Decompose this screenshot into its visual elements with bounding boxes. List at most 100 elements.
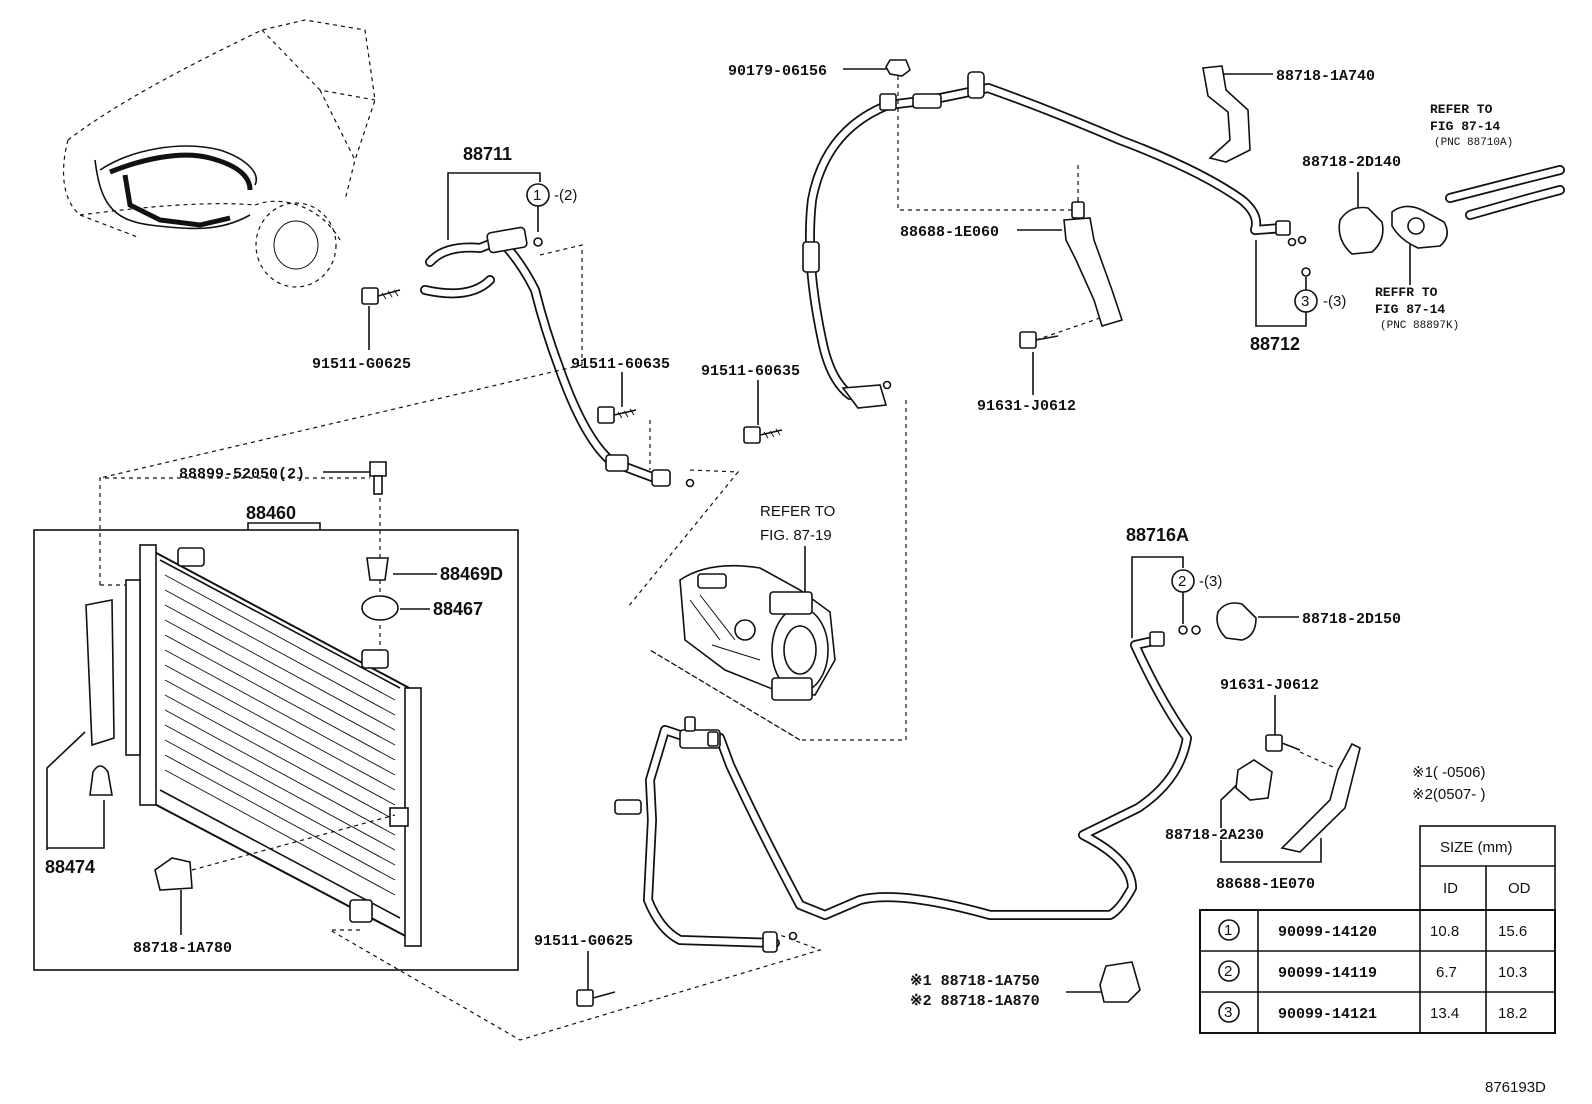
size-table-col-id: ID	[1443, 880, 1458, 897]
grommet-88718-2D140	[1338, 206, 1384, 255]
ref-fig-87-19-line2: FIG. 87-19	[760, 527, 832, 544]
label-91511-G0625-top: 91511-G0625	[312, 356, 411, 373]
label-88718-1A780: 88718-1A780	[133, 940, 232, 957]
side-seal-88474	[85, 599, 115, 747]
label-88718-1A740: 88718-1A740	[1276, 68, 1375, 85]
size-row-2-part: 90099-14119	[1278, 965, 1377, 982]
label-91631-J0612-bottom: 91631-J0612	[1220, 677, 1319, 694]
suction-hose-88712	[649, 59, 1565, 741]
clamp-88718-2A230	[1235, 759, 1273, 801]
diagram-id: 876193D	[1485, 1079, 1546, 1096]
condenser-mid-bracket	[361, 649, 389, 669]
qty-1: -(2)	[554, 187, 577, 204]
label-88711: 88711	[463, 144, 512, 164]
size-row-1-no: 1	[1224, 922, 1232, 939]
size-row-2-id: 6.7	[1436, 964, 1457, 981]
label-88718-1A870: ※2 88718-1A870	[910, 993, 1040, 1010]
table-row: 1 90099-14120 10.8 15.6	[1218, 919, 1527, 941]
label-88688-1E060: 88688-1E060	[900, 224, 999, 241]
qty-3: -(3)	[1323, 293, 1346, 310]
liquid-tube-88716A	[576, 602, 1361, 1007]
ref-fig-87-14-b-line1: REFFR TO	[1375, 285, 1438, 300]
note-1: ※1( -0506)	[1412, 764, 1485, 781]
qty-2: -(3)	[1199, 573, 1222, 590]
hose-88712-end-fitting	[841, 384, 888, 409]
size-row-1-id: 10.8	[1430, 923, 1459, 940]
label-88469D: 88469D	[440, 564, 503, 584]
grommet-88718-2D150	[1216, 602, 1257, 641]
condenser-left-tank	[139, 544, 157, 806]
label-91511-60635-b: 91511-60635	[701, 363, 800, 380]
size-table-title: SIZE (mm)	[1440, 839, 1513, 856]
label-88688-1E070: 88688-1E070	[1216, 876, 1315, 893]
size-row-3-od: 18.2	[1498, 1005, 1527, 1022]
bolt-91631-J0612-top	[1019, 331, 1059, 349]
cushion-88474	[89, 765, 113, 796]
nut-90179-06156	[885, 59, 911, 77]
discharge-hose-88711	[99, 226, 740, 608]
svg-text:2: 2	[1178, 573, 1186, 590]
tube-88716A-condenser-fitting	[614, 799, 642, 815]
label-88467: 88467	[433, 599, 483, 619]
cushion-88467	[361, 595, 399, 621]
size-table-col-od: OD	[1508, 880, 1531, 897]
vehicle-sketch	[62, 19, 376, 288]
label-91631-J0612-top: 91631-J0612	[977, 398, 1076, 415]
clamp-88718-1A750	[1099, 961, 1141, 1003]
grommet-pnc-88897K	[1391, 205, 1448, 249]
hose-88711-fitting	[486, 226, 528, 254]
note-2: ※2(0507- )	[1412, 786, 1485, 803]
label-88718-2D140: 88718-2D140	[1302, 154, 1401, 171]
size-table: SIZE (mm) ID OD 1 90099-14120 10.8 15.6 …	[1199, 825, 1556, 1034]
label-88718-1A750: ※1 88718-1A750	[910, 973, 1040, 990]
ref-fig-87-14-a-line2: FIG 87-14	[1430, 119, 1500, 134]
ref-fig-87-14-a-line1: REFER TO	[1430, 102, 1493, 117]
condenser-assembly-frame	[33, 529, 519, 971]
bracket-88688-1E070	[1280, 742, 1361, 853]
bolt-91511-60635-b	[743, 426, 783, 444]
label-88718-2D150: 88718-2D150	[1302, 611, 1401, 628]
ref-fig-87-14-b-line2: FIG 87-14	[1375, 302, 1445, 317]
label-88899-52050: 88899-52050(2)	[179, 466, 305, 483]
bracket-88718-1A740	[1202, 65, 1251, 163]
bolt-91511-G0625-top	[361, 287, 401, 305]
condenser-assembly	[33, 461, 822, 1041]
size-row-2-od: 10.3	[1498, 964, 1527, 981]
ref-fig-87-14-b-line3: (PNC 88897K)	[1380, 320, 1459, 332]
bolt-91631-J0612-bottom	[1265, 734, 1301, 752]
receiver-tank	[125, 579, 141, 756]
label-88712: 88712	[1250, 334, 1300, 354]
label-91511-60635-a: 91511-60635	[571, 356, 670, 373]
label-88718-2A230: 88718-2A230	[1165, 827, 1264, 844]
bracket-88718-1A780	[154, 857, 193, 891]
condenser-bottom-bracket	[349, 899, 373, 923]
bolt-88899-52050	[369, 461, 387, 477]
bracket-88688-1E060	[1063, 217, 1124, 327]
hose-88712-clamp	[879, 93, 897, 111]
hose-88712-service-port	[967, 71, 985, 99]
condenser-fins	[164, 574, 396, 896]
size-row-3-no: 3	[1224, 1004, 1232, 1021]
size-row-3-id: 13.4	[1430, 1005, 1459, 1022]
compressor	[679, 564, 836, 701]
ref-fig-87-19-line1: REFER TO	[760, 503, 835, 520]
table-row: 3 90099-14121 13.4 18.2	[1218, 1001, 1527, 1023]
bolt-91511-60635-a	[597, 406, 637, 424]
size-row-1-part: 90099-14120	[1278, 924, 1377, 941]
svg-text:1: 1	[533, 187, 541, 204]
label-88460: 88460	[246, 503, 296, 523]
condenser-side-bracket	[389, 807, 409, 827]
label-91511-G0625-bottom: 91511-G0625	[534, 933, 633, 950]
collar-88469D	[366, 557, 389, 581]
label-90179-06156: 90179-06156	[728, 63, 827, 80]
bolt-91511-G0625-bottom	[576, 989, 616, 1007]
size-row-2-no: 2	[1224, 963, 1232, 980]
ref-fig-87-14-a-line3: (PNC 88710A)	[1434, 137, 1513, 149]
hose-88711-end-fitting	[605, 454, 629, 472]
label-88474: 88474	[45, 857, 95, 877]
size-row-3-part: 90099-14121	[1278, 1006, 1377, 1023]
size-row-1-od: 15.6	[1498, 923, 1527, 940]
svg-text:3: 3	[1301, 293, 1309, 310]
